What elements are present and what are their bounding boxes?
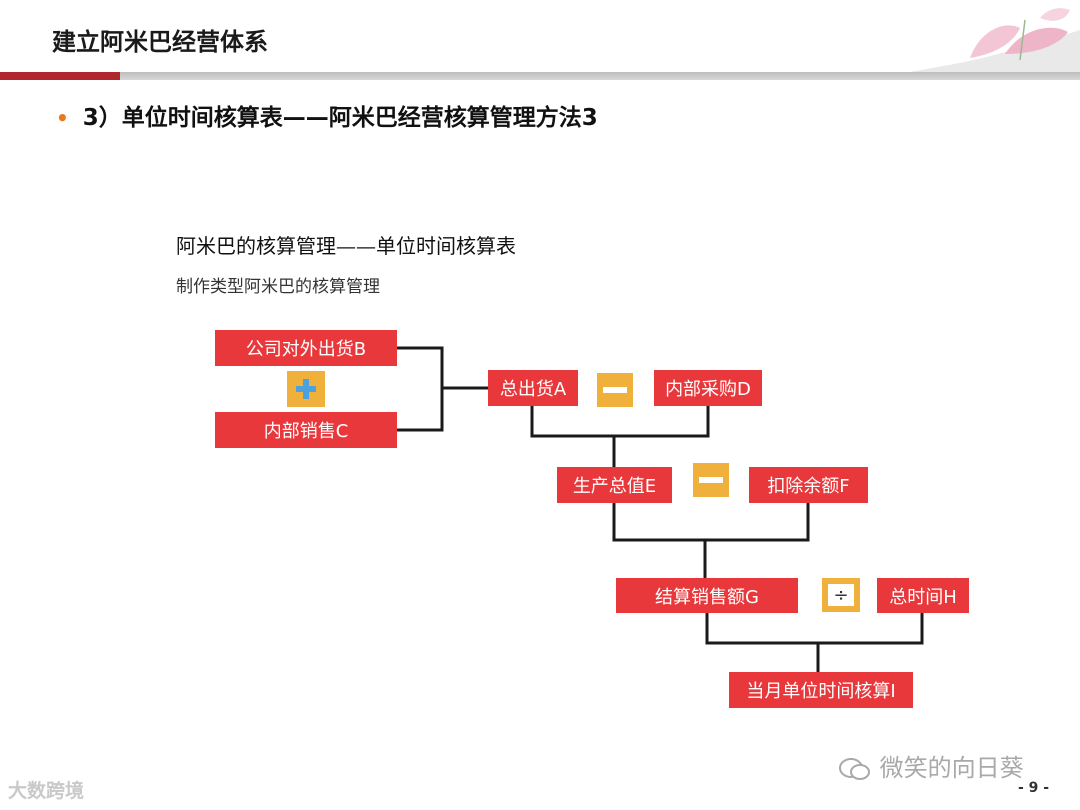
node-i-unit-time-accounting: 当月单位时间核算I (729, 672, 913, 708)
node-h-total-time: 总时间H (877, 578, 969, 613)
watermark-left: 大数跨境 (8, 776, 84, 803)
minus-operator-2 (693, 463, 729, 497)
node-b-external-shipment: 公司对外出货B (215, 330, 397, 366)
divide-operator: ÷ (822, 578, 860, 612)
connector-ef (614, 503, 808, 540)
divide-icon: ÷ (833, 585, 848, 606)
node-d-internal-purchase: 内部采购D (654, 370, 762, 406)
connector-gh (707, 613, 922, 643)
divide-icon-bg: ÷ (828, 584, 854, 606)
wechat-icon (838, 757, 872, 781)
watermark-right-text: 微笑的向日葵 (880, 754, 1024, 782)
watermark-right: 微笑的向日葵 (838, 748, 1024, 783)
plus-operator (287, 371, 325, 407)
connector-ad (532, 406, 708, 436)
node-c-internal-sales: 内部销售C (215, 412, 397, 448)
node-a-total-shipment: 总出货A (488, 370, 578, 406)
node-f-deductions: 扣除余额F (749, 467, 868, 503)
watermark-left-text: 大数跨境 (8, 780, 84, 802)
minus-icon (699, 475, 723, 485)
connector-bc (397, 348, 442, 430)
node-g-settled-sales: 结算销售额G (616, 578, 798, 613)
node-e-gross-production: 生产总值E (557, 467, 672, 503)
minus-icon (603, 385, 627, 395)
page-number: - 9 - (1018, 780, 1049, 796)
minus-operator-1 (597, 373, 633, 407)
plus-icon (294, 377, 318, 401)
